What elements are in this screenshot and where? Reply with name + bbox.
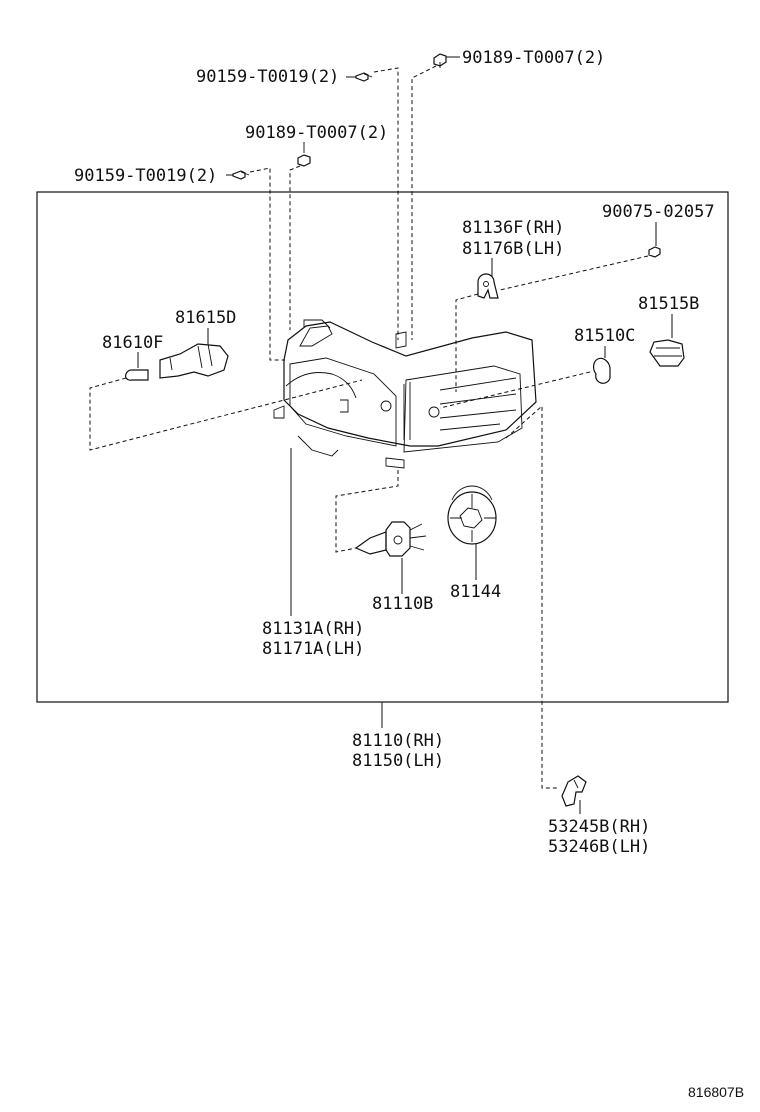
label-screw-right: 90075-02057 xyxy=(602,202,715,222)
dash-clip xyxy=(455,293,479,392)
dash-screw-top-left xyxy=(373,67,399,340)
label-screw-top-left: 90159-T0019(2) xyxy=(196,67,339,87)
dash-screw-right xyxy=(499,255,649,291)
label-headlamp-bulb: 81110B xyxy=(372,594,433,614)
label-bulb-left: 81610F xyxy=(102,333,163,353)
dash-bulb-right xyxy=(439,371,591,409)
screw-right[interactable] xyxy=(648,246,661,258)
label-cover: 81144 xyxy=(450,582,501,602)
label-clip-rh: 81136F(RH) xyxy=(462,218,564,238)
figure-id: 816807B xyxy=(688,1084,744,1100)
socket-81615d[interactable] xyxy=(159,343,229,379)
label-clip-lh: 81176B(LH) xyxy=(462,239,564,259)
cover-81144[interactable] xyxy=(447,485,497,545)
label-assy-lh: 81150(LH) xyxy=(352,751,444,771)
dash-screw-mid-left xyxy=(249,167,285,361)
headlamp-housing[interactable] xyxy=(273,319,537,469)
screw-mid-left[interactable] xyxy=(232,170,250,180)
label-bulb-right: 81510C xyxy=(574,326,635,346)
label-bolt-mid: 90189-T0007(2) xyxy=(245,123,388,143)
bolt-top-right[interactable] xyxy=(433,53,447,68)
bracket-53245b[interactable] xyxy=(561,775,587,807)
bulb-81610f[interactable] xyxy=(125,369,149,381)
label-screw-mid-left: 90159-T0019(2) xyxy=(74,166,217,186)
dash-bulb-left xyxy=(89,377,363,451)
label-socket-right: 81515B xyxy=(638,294,699,314)
clip-81136f[interactable] xyxy=(477,273,499,299)
screw-top-left[interactable] xyxy=(355,72,373,82)
dash-bracket xyxy=(505,404,558,789)
dash-bolt-top-right xyxy=(411,65,437,340)
label-socket-left: 81615D xyxy=(175,308,236,328)
bulb-81510c[interactable] xyxy=(592,357,611,384)
label-bracket-lh: 53246B(LH) xyxy=(548,837,650,857)
label-bolt-top-right: 90189-T0007(2) xyxy=(462,48,605,68)
socket-81515b[interactable] xyxy=(649,339,685,367)
label-housing-lh: 81171A(LH) xyxy=(262,639,364,659)
label-assy-rh: 81110(RH) xyxy=(352,731,444,751)
label-housing-rh: 81131A(RH) xyxy=(262,619,364,639)
bulb-81110b[interactable] xyxy=(354,521,427,557)
dash-headlamp-bulb xyxy=(335,470,399,553)
assembly-boundary-box xyxy=(36,191,729,703)
dash-bolt-mid xyxy=(289,165,301,330)
label-bracket-rh: 53245B(RH) xyxy=(548,817,650,837)
bolt-mid[interactable] xyxy=(297,145,311,167)
